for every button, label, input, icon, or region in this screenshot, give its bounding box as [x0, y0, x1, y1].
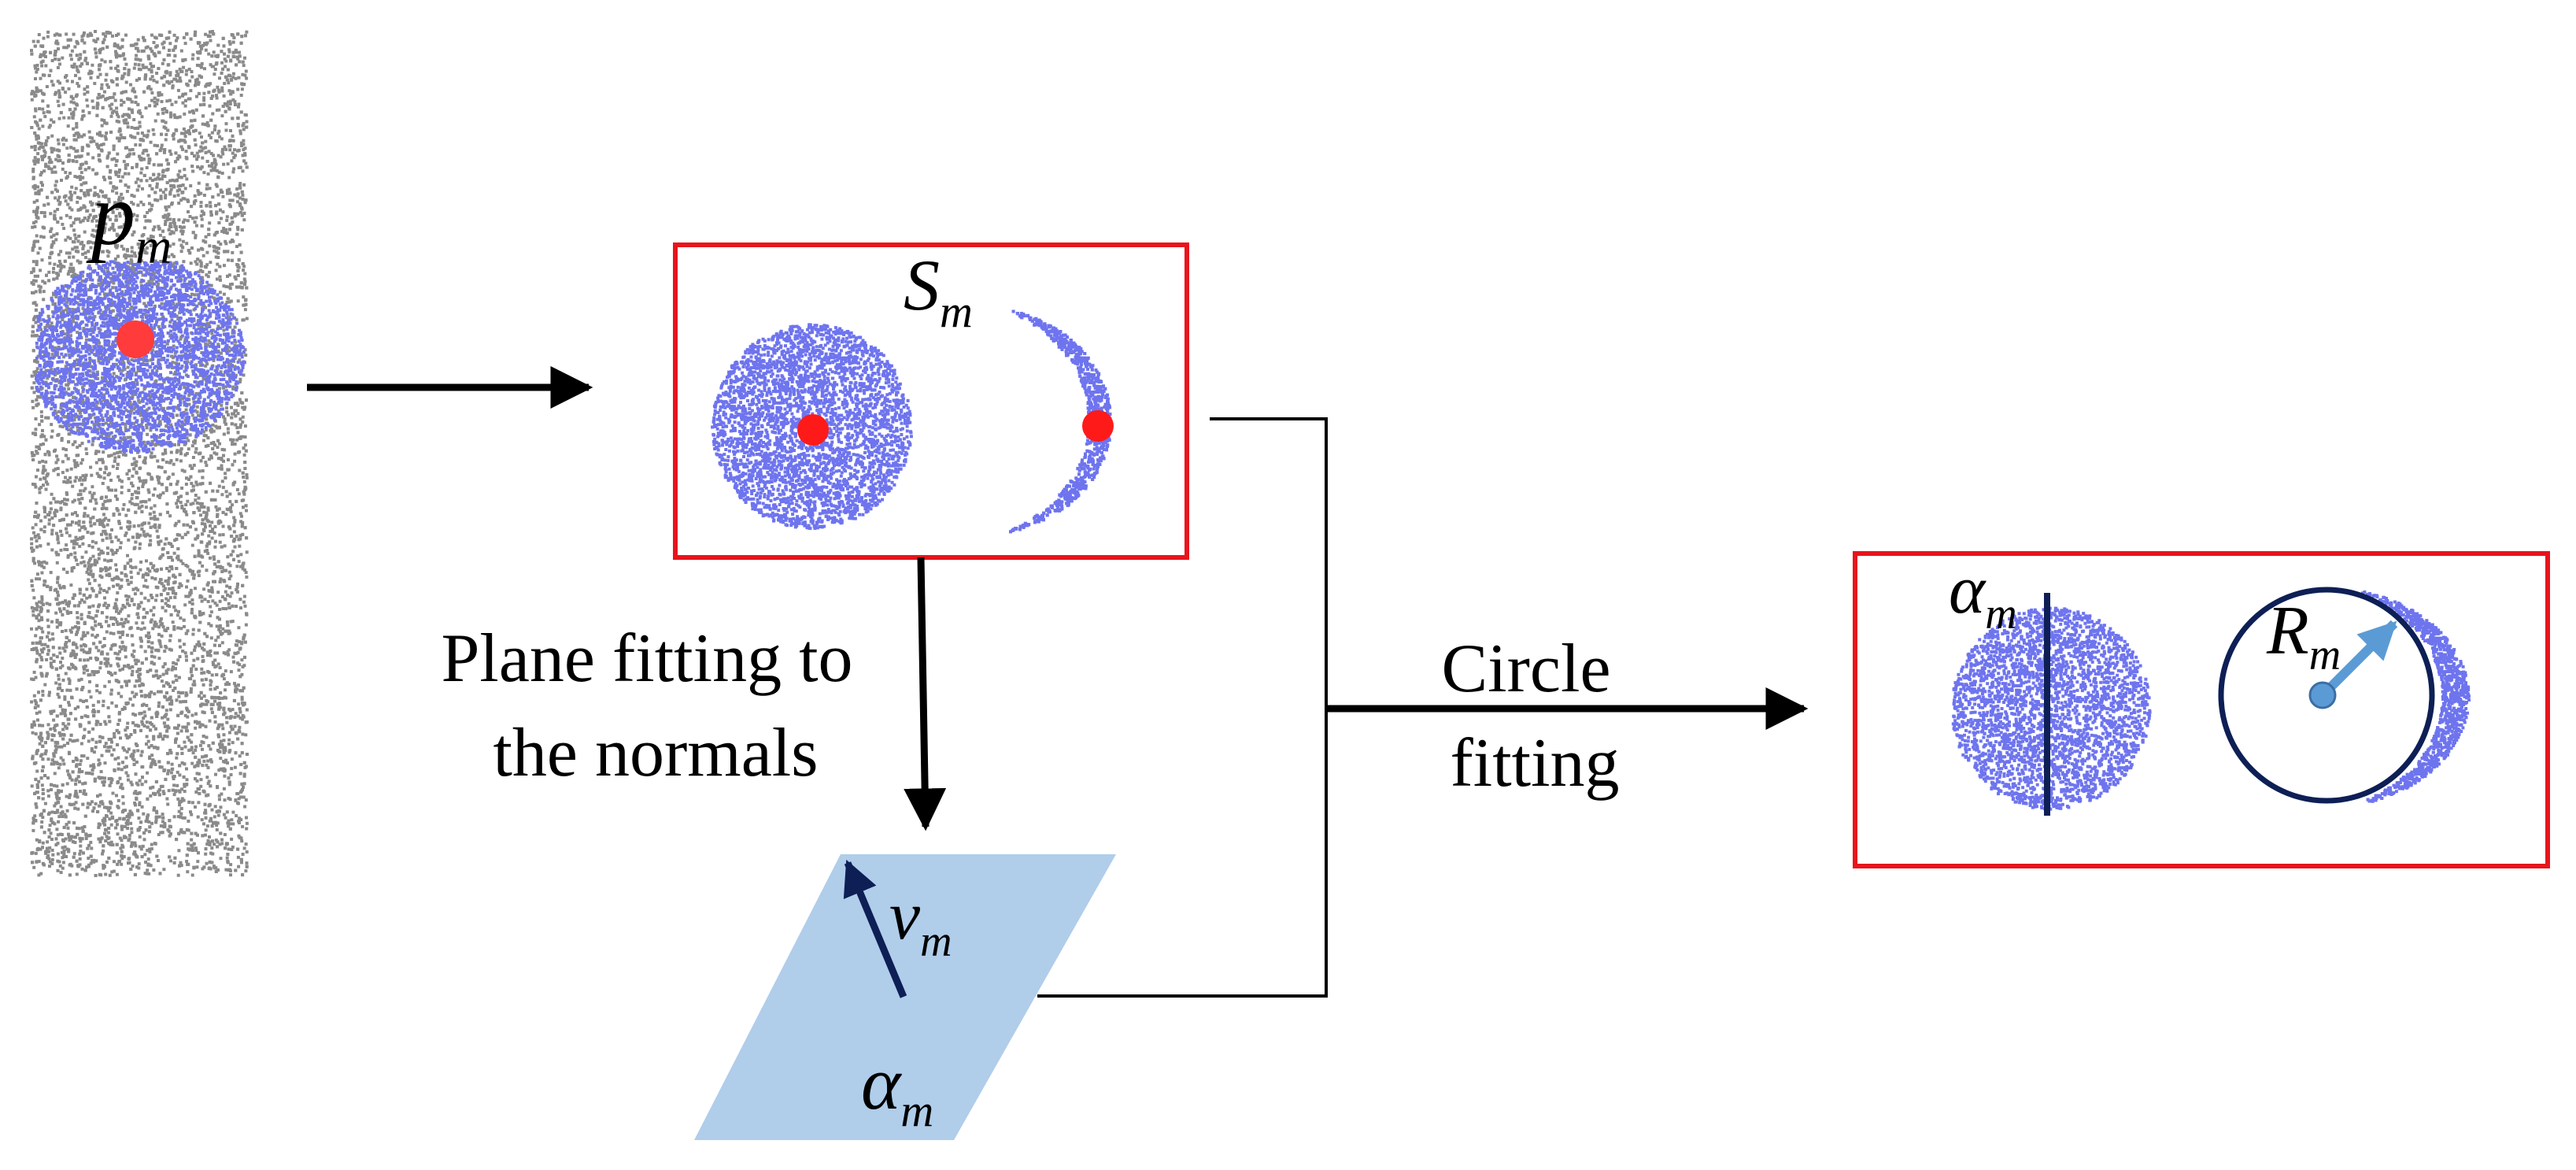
connector-from-neighborhood [1210, 417, 1328, 709]
label-v-m: vm [889, 878, 952, 966]
crescent-point-patch-result [2361, 590, 2471, 803]
label-alpha-m-plane: αm [861, 1041, 933, 1136]
plane-fitting-line-2: the normals [493, 715, 818, 791]
seed-point-red-dot [116, 320, 154, 358]
disk-point-patch-result [1951, 606, 2152, 811]
result-panel: αm Rm [1853, 551, 2550, 868]
radius-vector-arrow-icon [2319, 620, 2398, 698]
plane-fitting-line-1: Plane fitting to [441, 620, 852, 697]
point-cloud-neighborhood [35, 260, 246, 454]
plane-fitting-text: Plane fitting to the normals [441, 620, 870, 791]
label-s-m: Sm [904, 245, 973, 337]
result-frame [1853, 551, 2550, 868]
label-p-m: pm [86, 166, 172, 274]
circle-fitting-line-2: fitting [1450, 725, 1619, 802]
connector-from-plane [1037, 709, 1328, 998]
circle-fitting-line-1: Circle [1441, 631, 1610, 707]
point-cloud-strip: pm [30, 30, 249, 877]
disk-center-red-dot [797, 414, 829, 446]
circle-fitting-text: Circle fitting [1441, 631, 1628, 802]
crescent-red-dot [1082, 410, 1114, 442]
disk-point-patch [711, 323, 913, 531]
fitted-circle [2218, 587, 2435, 804]
fitted-plane: vm αm [694, 854, 1116, 1140]
neighborhood-panel: Sm [673, 243, 1189, 560]
label-alpha-m-result: αm [1949, 552, 2017, 639]
normal-vector-arrow-icon [843, 859, 907, 998]
point-cloud-gray [30, 30, 249, 877]
label-r-m: Rm [2266, 593, 2341, 679]
circle-center-dot [2308, 681, 2337, 709]
plane-shape [694, 854, 1116, 1140]
arrow-to-plane [904, 557, 947, 831]
neighborhood-frame [673, 243, 1189, 560]
